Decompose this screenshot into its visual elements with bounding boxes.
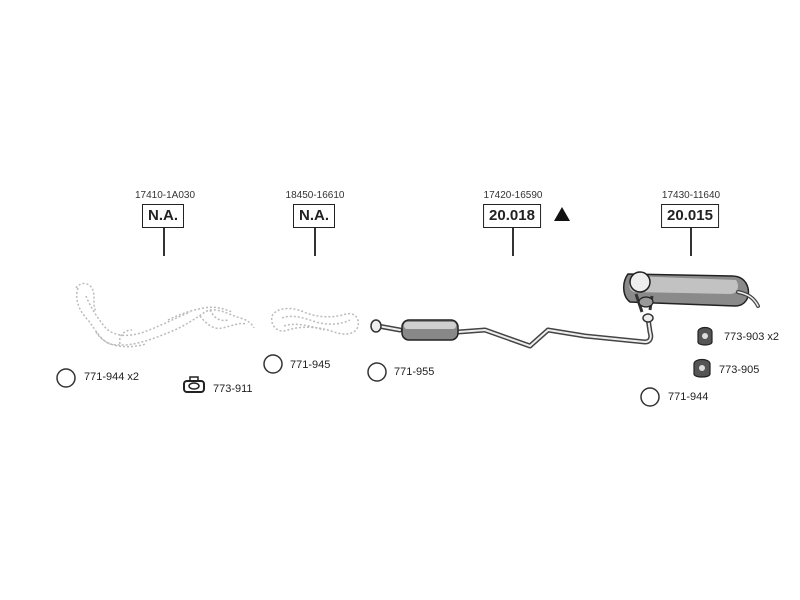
part-number-2: 18450-16610 [285,190,345,201]
part-number-4: 17430-11640 [661,190,721,201]
accessory-label: 773-905 [719,364,760,376]
rear-muffler-part[interactable] [623,271,760,313]
code-box-2[interactable]: N.A. [293,204,335,228]
front-pipe-part[interactable] [270,307,360,335]
warning-triangle-icon [554,207,570,221]
code-box-1[interactable]: N.A. [142,204,184,228]
rubber-mount-icon[interactable] [697,326,713,346]
center-pipe-silencer-part[interactable] [370,313,654,349]
stem-3 [512,228,514,256]
exhaust-manifold-part[interactable] [75,282,255,348]
rubber-mount-icon[interactable] [693,358,711,378]
part-number-1: 17410-1A030 [134,190,196,201]
accessory-label: 771-944 x2 [84,371,140,383]
ring-icon[interactable] [56,368,76,388]
accessory-label: 773-903 x2 [724,331,780,343]
accessory-label: 773-911 [213,383,253,395]
part-number-3: 17420-16590 [483,190,543,201]
ring-icon[interactable] [263,354,283,374]
ring-icon[interactable] [640,387,660,407]
accessory-label: 771-944 [668,391,709,403]
hanger-bracket-icon[interactable] [183,376,205,393]
code-box-4[interactable]: 20.015 [661,204,719,228]
code-box-3[interactable]: 20.018 [483,204,541,228]
ring-icon[interactable] [367,362,387,382]
accessory-label: 771-945 [290,359,331,371]
stem-2 [314,228,316,256]
stem-4 [690,228,692,256]
stem-1 [163,228,165,256]
accessory-label: 771-955 [394,366,435,378]
